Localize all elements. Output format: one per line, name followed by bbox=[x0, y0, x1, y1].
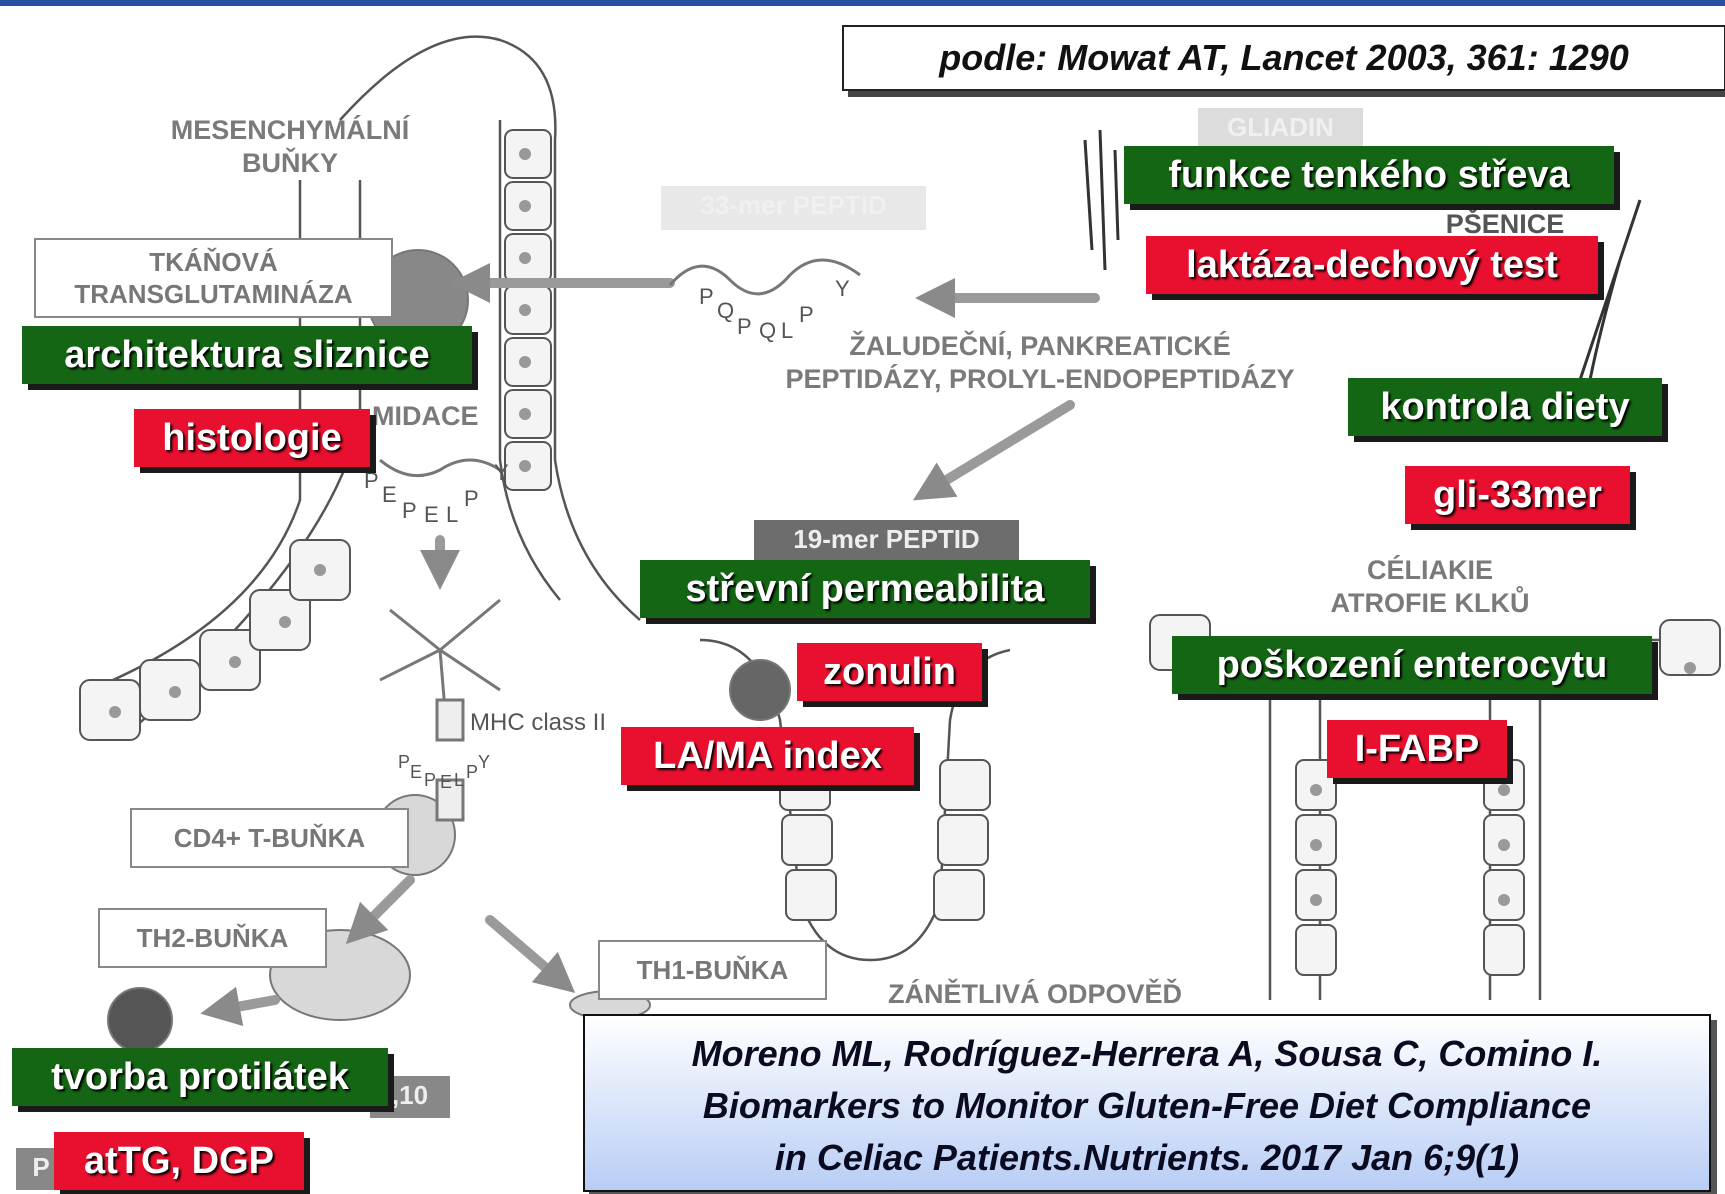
label-attg-dgp: atTG, DGP bbox=[54, 1132, 304, 1190]
inflammatory-response-label: ZÁNĚTLIVÁ ODPOVĚĎ bbox=[855, 978, 1215, 1011]
label-enterocyte-damage: poškození enterocytu bbox=[1172, 636, 1652, 694]
peptide-33mer-label: 33-mer PEPTID bbox=[661, 186, 926, 230]
label-histology: histologie bbox=[134, 409, 370, 467]
peptide-letter: L bbox=[781, 318, 793, 344]
peptide-letter: P bbox=[364, 468, 379, 494]
transglutaminase-label: TKÁŇOVÁ TRANSGLUTAMINÁZA bbox=[34, 238, 393, 318]
source-citation: podle: Mowat AT, Lancet 2003, 361: 1290 bbox=[842, 25, 1725, 91]
peptide-letter: Q bbox=[717, 298, 734, 324]
reference-line-1: Moreno ML, Rodríguez-Herrera A, Sousa C,… bbox=[585, 1028, 1709, 1080]
peptide-letter: P bbox=[464, 486, 479, 512]
label-zonulin: zonulin bbox=[797, 643, 982, 701]
peptide-letter: P bbox=[398, 752, 410, 773]
peptide-letter: Y bbox=[494, 460, 509, 486]
celiac-atrophy-label: CÉLIAKIE ATROFIE KLKŮ bbox=[1280, 554, 1580, 620]
peptide-letter: Y bbox=[835, 276, 850, 302]
label-intestinal-permeability: střevní permeabilita bbox=[640, 560, 1090, 618]
label-antibody-formation: tvorba protilátek bbox=[12, 1048, 388, 1106]
peptide-mhc-chain: P E P E L P Y bbox=[398, 752, 498, 792]
peptide-letter: E bbox=[410, 762, 422, 783]
peptide-letter: P bbox=[737, 314, 752, 340]
reference-citation: Moreno ML, Rodríguez-Herrera A, Sousa C,… bbox=[583, 1014, 1711, 1192]
peptide-letter: Y bbox=[478, 752, 490, 773]
reference-line-2: Biomarkers to Monitor Gluten-Free Diet C… bbox=[585, 1080, 1709, 1132]
label-gli-33mer: gli-33mer bbox=[1405, 466, 1630, 524]
label-mucosa-architecture: architektura sliznice bbox=[22, 326, 472, 384]
th2-cell-label: TH2-BUŇKA bbox=[98, 908, 327, 968]
cd4-t-cell-label: CD4+ T-BUŇKA bbox=[130, 808, 409, 868]
peptide-letter: Q bbox=[759, 318, 776, 344]
label-i-fabp: I-FABP bbox=[1327, 720, 1507, 778]
peptide-letter: P bbox=[466, 762, 478, 783]
deamidation-label: MIDACE bbox=[372, 400, 512, 433]
th1-cell-label: TH1-BUŇKA bbox=[598, 940, 827, 1000]
peptide-letter: E bbox=[440, 772, 452, 793]
peptide-letter: P bbox=[699, 284, 714, 310]
peptide-letter: L bbox=[454, 770, 464, 791]
peptide-letter: P bbox=[402, 498, 417, 524]
label-diet-control: kontrola diety bbox=[1348, 378, 1662, 436]
peptide-19mer-label: 19-mer PEPTID bbox=[754, 520, 1019, 560]
peptide-upper-chain: P Q P Q L P Y bbox=[695, 276, 855, 346]
peptide-letter: E bbox=[382, 482, 397, 508]
label-la-ma-index: LA/MA index bbox=[621, 727, 914, 785]
peptide-letter: P bbox=[799, 302, 814, 328]
peptide-letter: E bbox=[424, 502, 439, 528]
gliadin-label: GLIADIN bbox=[1198, 108, 1363, 148]
mesenchymal-cells-label: MESENCHYMÁLNÍ BUŇKY bbox=[145, 114, 435, 180]
label-lactase-breath-test: laktáza-dechový test bbox=[1146, 236, 1598, 294]
peptide-lower-chain: P E P E L P Y bbox=[360, 460, 520, 530]
mhc-class-ii-label: MHC class II bbox=[470, 706, 640, 739]
reference-line-3: in Celiac Patients.Nutrients. 2017 Jan 6… bbox=[585, 1132, 1709, 1184]
peptide-letter: P bbox=[424, 770, 436, 791]
peptide-letter: L bbox=[446, 502, 458, 528]
label-small-intestine-function: funkce tenkého střeva bbox=[1124, 146, 1614, 204]
